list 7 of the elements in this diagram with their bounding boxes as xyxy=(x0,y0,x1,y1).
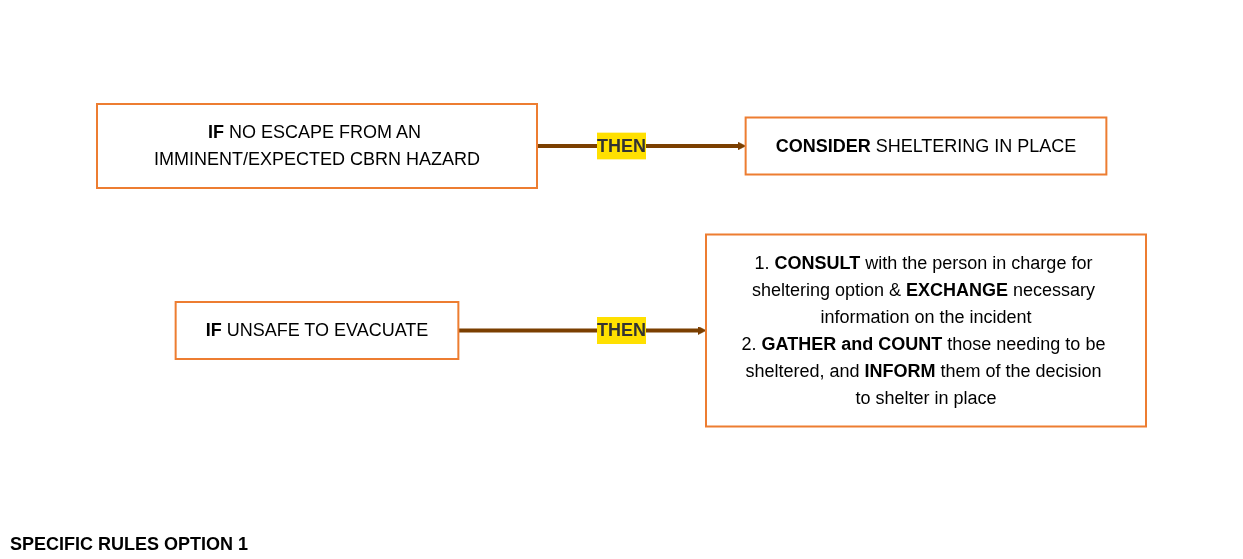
edge-label: THEN xyxy=(597,135,646,156)
node-box: IF NO ESCAPE FROM AN IMMINENT/EXPECTED CBRN HAZARD xyxy=(96,102,538,189)
node-box: 1. CONSULT with the person in charge for sheltering option & EXCHANGE necessary information on the incident 2. GATHER and COUNT those needing to be sheltered, and INFORM them of the decision to shelter in place xyxy=(705,233,1147,428)
node-box: CONSIDER SHELTERING IN PLACE xyxy=(744,116,1108,176)
edge-label: THEN xyxy=(597,319,646,340)
node-box: IF UNSAFE TO EVACUATE xyxy=(174,300,460,360)
section-heading: SPECIFIC RULES OPTION 1 xyxy=(9,533,250,556)
